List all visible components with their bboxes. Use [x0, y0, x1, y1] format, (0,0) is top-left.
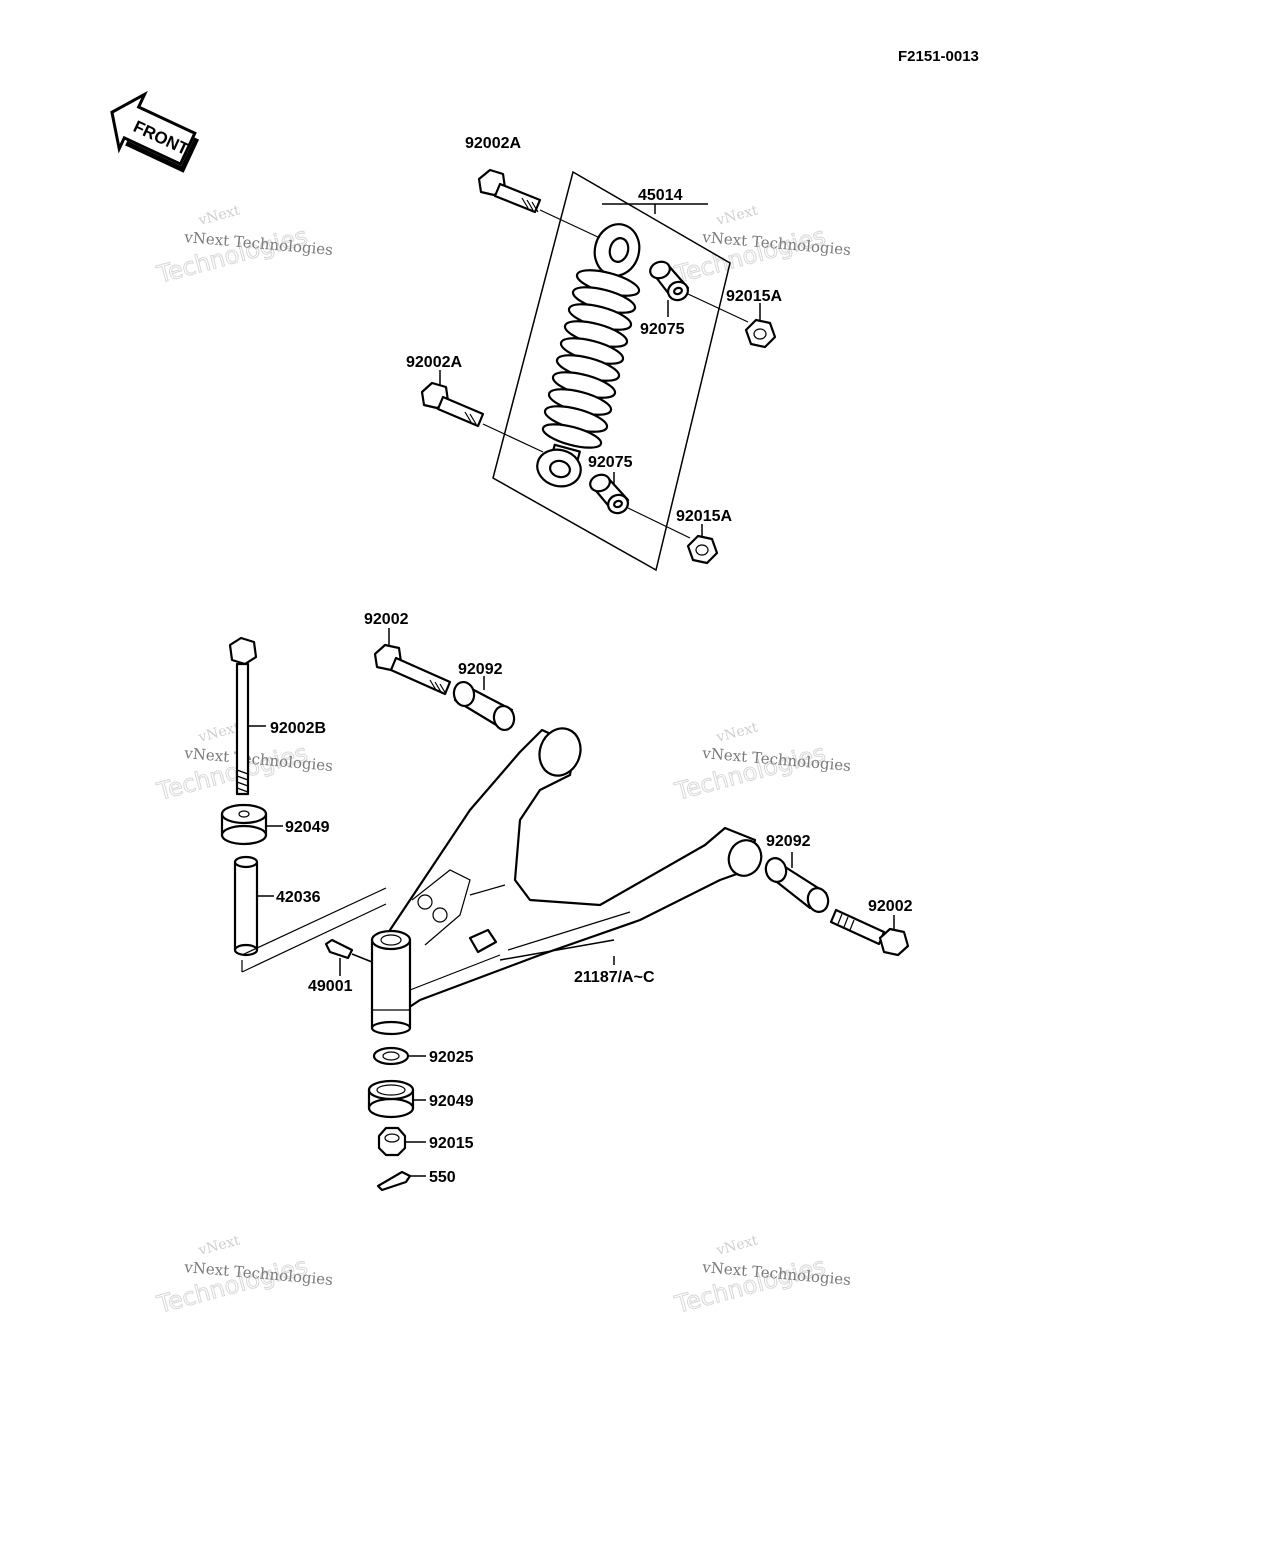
nut-92015A-bottom [686, 534, 719, 565]
label-92015: 92015 [429, 1135, 474, 1152]
label-45014: 45014 [638, 187, 683, 204]
watermark-bottom-right: vNext Technologies vNext Technologies [671, 1232, 852, 1319]
cotter-pin-550 [376, 1170, 412, 1192]
label-21187: 21187/A~C [574, 969, 655, 986]
nut-92015A-top [744, 318, 777, 349]
label-92002-left: 92002 [364, 611, 409, 628]
bushing-92075-bottom [589, 473, 630, 515]
label-92049-top: 92049 [285, 819, 330, 836]
svg-text:vNext: vNext [714, 202, 760, 229]
label-92075-top: 92075 [640, 321, 685, 338]
svg-text:vNext: vNext [714, 719, 760, 746]
watermark-mid-right: vNext Technologies vNext Technologies [671, 719, 852, 806]
svg-text:vNext: vNext [196, 202, 242, 229]
label-92015A-top: 92015A [726, 288, 782, 305]
bushing-92092-left [452, 680, 516, 732]
svg-text:vNext: vNext [196, 1232, 242, 1259]
bolt-92002A-top [477, 168, 542, 214]
shock-assembly-frame [492, 170, 731, 572]
label-92002-right: 92002 [868, 898, 913, 915]
label-92075-mid: 92075 [588, 454, 633, 471]
label-42036: 42036 [276, 889, 321, 906]
bushing-92075-top [649, 260, 690, 302]
bolt-92002-left [373, 643, 452, 696]
a-arm-21187 [388, 727, 763, 1012]
label-49001: 49001 [308, 978, 353, 995]
washer-92049-top [220, 803, 268, 846]
shock-absorber [536, 223, 641, 488]
label-92025: 92025 [429, 1049, 474, 1066]
sleeve-42036 [233, 855, 259, 957]
front-arrow-icon: FRONT [110, 90, 200, 173]
watermark-bottom-left: vNext Technologies vNext Technologies [153, 1232, 334, 1319]
label-92002B: 92002B [270, 720, 326, 737]
label-92015A-bottom: 92015A [676, 508, 732, 525]
label-92002A-top: 92002A [465, 135, 521, 152]
washer-92049-bottom [367, 1079, 415, 1119]
diagram-code: F2151-0013 [898, 48, 979, 65]
bushing-92092-right [764, 857, 830, 913]
label-92049-bottom: 92049 [429, 1093, 474, 1110]
bolt-92002A-mid [420, 381, 485, 428]
ball-joint-housing [370, 929, 412, 1036]
svg-text:vNext: vNext [714, 1232, 760, 1259]
nut-92015 [377, 1126, 407, 1157]
watermark-top-left: vNext Technologies vNext Technologies [153, 202, 334, 289]
svg-text:vNext: vNext [196, 719, 242, 746]
label-550: 550 [429, 1169, 456, 1186]
label-92092-left: 92092 [458, 661, 503, 678]
washer-92025 [372, 1046, 410, 1066]
bolt-92002-right [829, 908, 910, 957]
label-92002A-mid: 92002A [406, 354, 462, 371]
grease-nipple-49001 [324, 938, 373, 963]
label-92092-right: 92092 [766, 833, 811, 850]
watermark-top-right: vNext Technologies vNext Technologies [671, 202, 852, 289]
bolt-92002B [228, 636, 258, 796]
